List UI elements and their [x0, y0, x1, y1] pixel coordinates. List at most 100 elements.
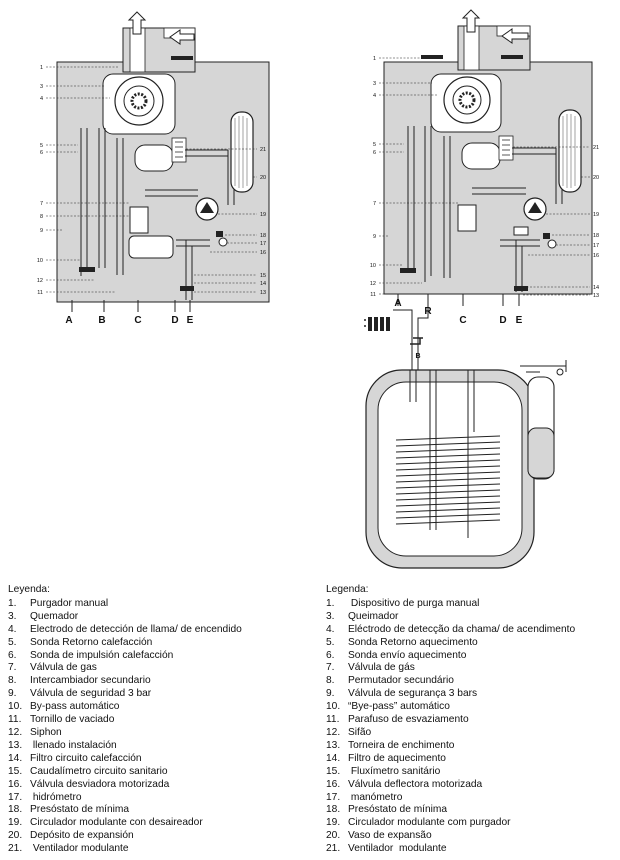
legend-item: 14.Filtro circuito calefacción: [8, 753, 308, 766]
left-callout-l-7: 9: [40, 228, 43, 234]
legend-item: 20.Depósito de expansión: [8, 830, 308, 843]
legend-item-number: 20.: [8, 830, 23, 842]
left-exhaust-arrow-icon: [127, 11, 147, 35]
left-connection-D: D: [171, 315, 178, 326]
right-exhaust-arrow-icon: [461, 9, 481, 33]
legend-item: 5. Sonda Retorno calefacción: [8, 637, 308, 650]
legend-item-number: 1.: [326, 597, 335, 609]
legend-item-number: 5.: [8, 636, 17, 648]
legend-item-text: By-pass automático: [30, 701, 120, 713]
legend-item: 8.Permutador secundário: [326, 675, 616, 688]
legend-item-text: Ventilador modulante: [348, 843, 447, 855]
right-pressure-gauge: [547, 239, 557, 249]
legend-item: 21. Ventilador modulante: [8, 843, 308, 856]
legend-item: 17. hidrómetro: [8, 792, 308, 805]
legend-item: 18.Presóstato de mínima: [326, 804, 616, 817]
right-intake-arrow-icon: [501, 28, 529, 44]
legend-item-number: 7.: [8, 662, 17, 674]
right-burner-flame-icon: [458, 91, 476, 109]
right-fan: [461, 142, 501, 170]
right-connection-E: E: [516, 315, 523, 326]
legend-item: 9.Válvula de segurança 3 bars: [326, 688, 616, 701]
legend-item-number: 10.: [8, 701, 23, 713]
legend-item-text: Válvula deflectora motorizada: [348, 778, 483, 790]
legend-item: 18.Presóstato de mínima: [8, 804, 308, 817]
right-connection-R: R: [424, 306, 432, 317]
legend-item-text: Vaso de expansão: [348, 830, 432, 842]
right-callout-r-2: 19: [593, 212, 599, 218]
legend-item: 10. By-pass automático: [8, 701, 308, 714]
right-callout-l-6: 9: [373, 234, 376, 240]
legend-item-text: manómetro: [348, 791, 403, 803]
legend-item-text: Dispositivo de purga manual: [348, 597, 480, 609]
left-callout-r-3: 18: [260, 233, 266, 239]
legend-item-number: 19.: [8, 817, 23, 829]
right-callout-r-0: 21: [593, 145, 599, 151]
legend-item-text: Válvula desviadora motorizada: [30, 778, 170, 790]
right-expansion-vessel: [558, 109, 582, 193]
legend-item-number: 3.: [8, 610, 17, 622]
legend-item: 16.Válvula deflectora motorizada: [326, 779, 616, 792]
boiler-schematic-diagram: 1 3 4 5 6 7 8 9 10 12 11 21 20 19 18 17 …: [37, 9, 599, 569]
legend-item: 12.Sifão: [326, 727, 616, 740]
right-callout-l-7: 10: [370, 263, 376, 269]
legend-item: 12.Siphon: [8, 727, 308, 740]
left-pressure-gauge: [218, 237, 228, 247]
legend-title: Leyenda:: [8, 584, 50, 595]
left-connection-C: C: [134, 315, 141, 326]
water-tap-icon: [410, 337, 423, 345]
right-callout-l-8: 12: [370, 281, 376, 287]
right-callout-l-4: 6: [373, 150, 376, 156]
legend-item-text: Queimador: [348, 610, 399, 622]
legend-item: 14.Filtro de aquecimento: [326, 753, 616, 766]
legend-item-number: 12.: [326, 726, 341, 738]
legend-item-number: 11.: [326, 714, 340, 726]
legend-item-number: 7.: [326, 662, 335, 674]
left-callout-r-8: 13: [260, 290, 266, 296]
legend-item: 13. llenado instalación: [8, 740, 308, 753]
legend-item-number: 3.: [326, 610, 335, 622]
legend-item-text: Sonda Retorno calefacción: [30, 636, 153, 648]
legend-item-number: 1.: [8, 597, 17, 609]
legend-item-text: “Bye-pass” automático: [348, 701, 450, 713]
legend-item-number: 15.: [326, 765, 341, 777]
right-connection-B-secondary: B: [415, 353, 420, 360]
legend-item-text: hidrómetro: [30, 791, 82, 803]
legend-item: 15.Caudalímetro circuito sanitario: [8, 766, 308, 779]
legend-item-number: 10.: [326, 701, 341, 713]
legend-item: 6.Sonda de impulsión calefacción: [8, 650, 308, 663]
legend-item: 13.Torneira de enchimento: [326, 740, 616, 753]
right-callout-r-5: 16: [593, 253, 599, 259]
legend-item: 10. “Bye-pass” automático: [326, 701, 616, 714]
right-callout-r-7: 13: [593, 293, 599, 299]
legend-item-number: 4.: [326, 623, 335, 635]
left-gas-valve: [129, 206, 149, 234]
legend-item-number: 4.: [8, 623, 17, 635]
legend-item-text: Eléctrodo de detecção da chama/ de acend…: [348, 623, 576, 635]
left-callout-l-3: 5: [40, 143, 43, 149]
legend-item-text: Tornillo de vaciado: [30, 714, 115, 726]
right-callout-l-9: 11: [370, 292, 376, 298]
right-boiler: [364, 9, 593, 410]
legend-item-text: Fluxímetro sanitário: [348, 765, 441, 777]
legend-item: 1. Dispositivo de purga manual: [326, 598, 616, 611]
left-callout-r-4: 17: [260, 241, 266, 247]
right-callout-l-1: 3: [373, 81, 376, 87]
legend-item-text: Electrodo de detección de llama/ de ence…: [30, 623, 242, 635]
legend-item-text: Ventilador modulante: [30, 843, 129, 855]
legend-item-text: Sonda Retorno aquecimento: [348, 636, 478, 648]
radiator-icon: [364, 317, 390, 331]
left-callout-r-5: 16: [260, 250, 266, 256]
legend-item-number: 13.: [8, 739, 23, 751]
legend-item: 5.Sonda Retorno aquecimento: [326, 637, 616, 650]
right-callout-r-6: 14: [593, 285, 599, 291]
legend-item-number: 16.: [8, 778, 23, 790]
legend-item-number: 13.: [326, 739, 341, 751]
legend-item-text: Circulador modulante con desaireador: [30, 817, 203, 829]
left-callout-r-1: 20: [260, 175, 266, 181]
legend-item-text: Caudalímetro circuito sanitario: [30, 765, 168, 777]
left-callout-l-1: 3: [40, 84, 43, 90]
legend-item-text: Permutador secundário: [348, 675, 454, 687]
